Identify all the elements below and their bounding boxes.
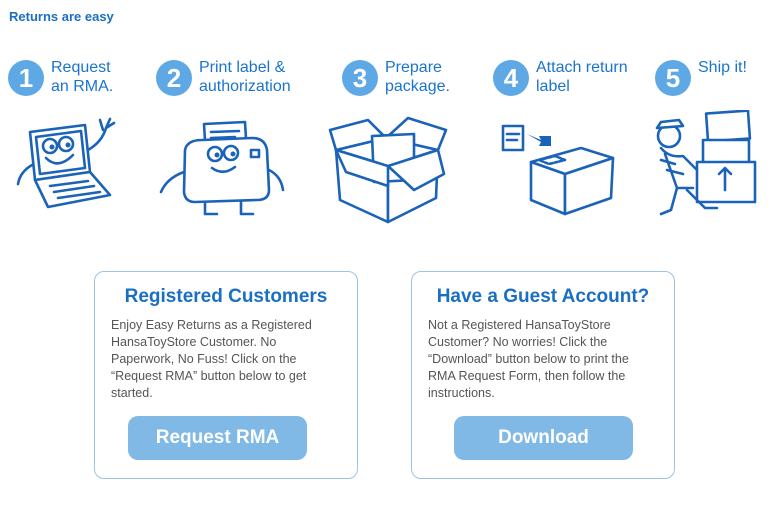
step-number-badge: 1 [8, 60, 44, 96]
step-3: 3 Prepare package. [342, 58, 450, 96]
open-box-icon [328, 110, 448, 233]
step-number-badge: 3 [342, 60, 378, 96]
step-label: Request an RMA. [51, 59, 114, 95]
step-1: 1 Request an RMA. [8, 58, 113, 96]
card-title: Registered Customers [124, 286, 328, 307]
card-description: Not a Registered HansaToyStore Customer?… [428, 318, 629, 400]
step-number-badge: 5 [655, 60, 691, 96]
laptop-icon [10, 110, 120, 220]
download-button[interactable]: Download [454, 416, 633, 460]
step-number-badge: 4 [493, 60, 529, 96]
step-label: Prepare package. [385, 59, 450, 95]
page-title: Returns are easy [9, 9, 114, 24]
step-number-badge: 2 [156, 60, 192, 96]
request-rma-button[interactable]: Request RMA [128, 416, 307, 460]
step-label: Print label & authorization [199, 59, 291, 95]
step-2: 2 Print label & authorization [156, 58, 291, 96]
courier-icon [647, 109, 767, 227]
step-4: 4 Attach return label [493, 58, 628, 96]
label-box-icon [495, 110, 620, 225]
card-description: Enjoy Easy Returns as a Registered Hansa… [111, 318, 312, 400]
step-label: Attach return label [536, 59, 628, 95]
registered-customers-card: Registered Customers Enjoy Easy Returns … [94, 271, 358, 479]
guest-account-card: Have a Guest Account? Not a Registered H… [411, 271, 675, 479]
printer-icon [157, 110, 287, 225]
card-title: Have a Guest Account? [436, 286, 650, 307]
step-label: Ship it! [698, 59, 747, 76]
step-5: 5 Ship it! [655, 58, 747, 96]
